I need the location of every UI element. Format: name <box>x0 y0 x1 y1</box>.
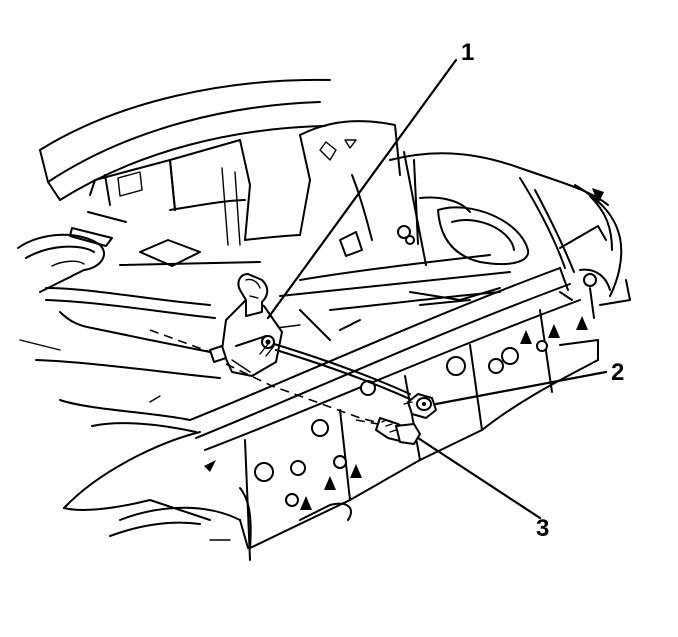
lower-rear-panel <box>59 395 352 549</box>
hold-down-bracket <box>209 273 283 377</box>
rear-body-panel <box>189 267 599 561</box>
hold-down-rod <box>149 329 413 429</box>
callout-leaders <box>266 58 608 520</box>
callout-1-label: 1 <box>461 39 474 66</box>
rear-compartment-wall <box>39 78 401 257</box>
trunk-floor-ribs <box>259 254 511 341</box>
right-quarter-panel <box>389 151 631 319</box>
bolt <box>355 417 421 445</box>
nut <box>403 393 437 419</box>
spare-tire-well <box>17 211 261 379</box>
callout-2-label: 2 <box>611 359 624 386</box>
callout-3-label: 3 <box>536 515 549 542</box>
